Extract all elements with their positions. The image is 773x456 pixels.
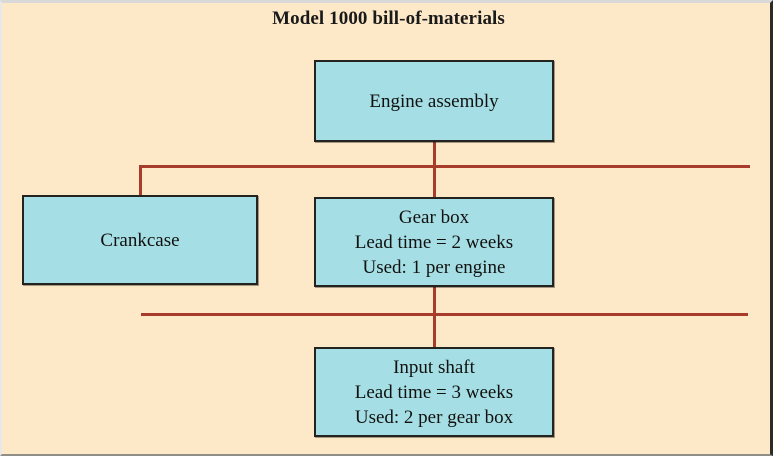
connector-engine-to-bus [433,142,436,168]
node-engine-assembly-line-1: Engine assembly [369,90,499,112]
connector-bus-to-gear-box [433,165,436,198]
node-input-shaft-line-3: Used: 2 per gear box [354,406,514,428]
connector-bus-to-crankcase [139,165,142,196]
node-gear-box-line-3: Used: 1 per engine [362,256,506,278]
node-gear-box-line-1: Gear box [398,206,470,228]
node-crankcase[interactable]: Crankcase [22,195,258,285]
connector-bus-level-2 [141,313,748,316]
connector-bus-level-1 [139,165,750,168]
node-input-shaft-line-1: Input shaft [393,356,475,378]
node-crankcase-line-1: Crankcase [100,229,180,251]
node-gear-box-line-2: Lead time = 2 weeks [354,231,514,253]
node-input-shaft[interactable]: Input shaft Lead time = 3 weeks Used: 2 … [314,347,554,437]
node-input-shaft-line-2: Lead time = 3 weeks [354,381,514,403]
node-engine-assembly[interactable]: Engine assembly [314,60,554,142]
diagram-title: Model 1000 bill-of-materials [272,8,505,29]
connector-bus-to-input-shaft [433,313,436,348]
connector-gear-box-to-bus [433,287,436,314]
node-gear-box[interactable]: Gear box Lead time = 2 weeks Used: 1 per… [314,197,554,287]
